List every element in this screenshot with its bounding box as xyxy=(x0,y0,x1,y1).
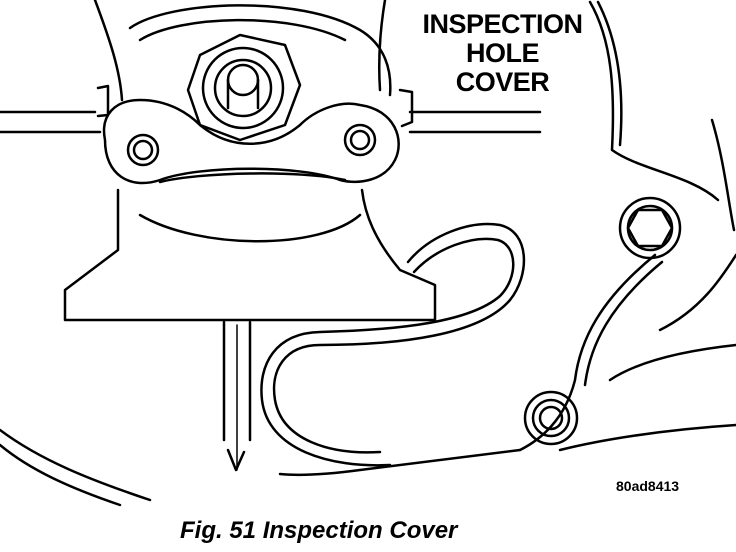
cover-plate xyxy=(63,4,437,322)
label-line-2: HOLE xyxy=(465,38,540,68)
hose-loop xyxy=(260,222,526,467)
label-line-3: COVER xyxy=(455,67,550,97)
center-nut xyxy=(186,33,302,142)
housing-bolts xyxy=(523,196,682,446)
figure-code: 80ad8413 xyxy=(616,478,680,494)
label-line-1: INSPECTION xyxy=(422,9,583,39)
figure-caption: Fig. 51 Inspection Cover xyxy=(180,517,458,544)
casting-outline xyxy=(0,0,542,507)
shaft xyxy=(222,320,252,472)
plate-bolts xyxy=(96,84,414,167)
housing-outline xyxy=(278,0,736,477)
inspection-hole-cover-label: INSPECTION HOLE COVER xyxy=(410,10,595,97)
